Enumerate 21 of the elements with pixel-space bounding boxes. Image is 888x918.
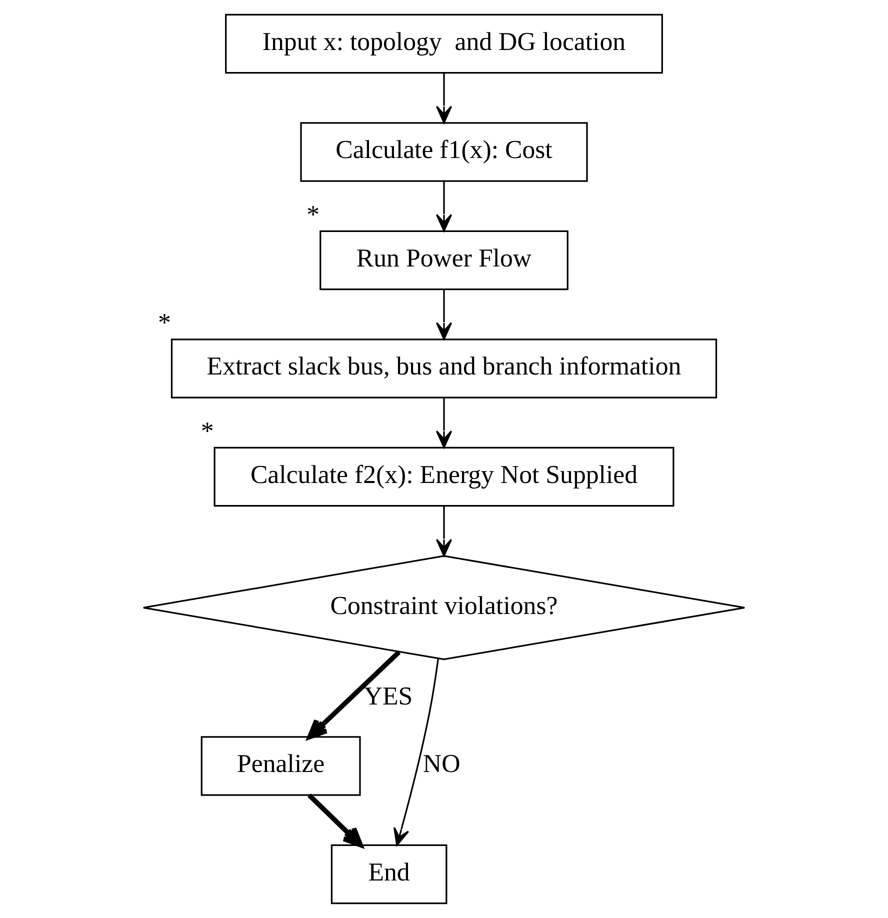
arrow [436, 506, 452, 557]
arrow [436, 398, 452, 448]
node-box: Extract slack bus, bus and branch information [170, 338, 718, 398]
node-box: Input x: topology and DG location [225, 14, 663, 74]
node-box: Calculate f1(x): Cost [300, 122, 588, 182]
node-label: * [158, 308, 171, 338]
edge-label: NO [422, 749, 460, 778]
arrow [393, 658, 439, 846]
arrow [308, 793, 363, 848]
node-box: Calculate f2(x): Energy Not Supplied [214, 446, 674, 507]
edge-label: YES [364, 681, 413, 710]
node-diamond: Constraint violations? [142, 555, 746, 660]
arrow [436, 181, 452, 232]
arrow [436, 289, 452, 340]
node-label: * [306, 200, 320, 229]
node-box: Penalize [200, 736, 361, 796]
arrow [307, 650, 401, 740]
node-box: Run Power Flow [320, 230, 568, 290]
node-box: End [330, 844, 448, 904]
node-label: * [200, 416, 214, 446]
arrow [436, 72, 452, 124]
